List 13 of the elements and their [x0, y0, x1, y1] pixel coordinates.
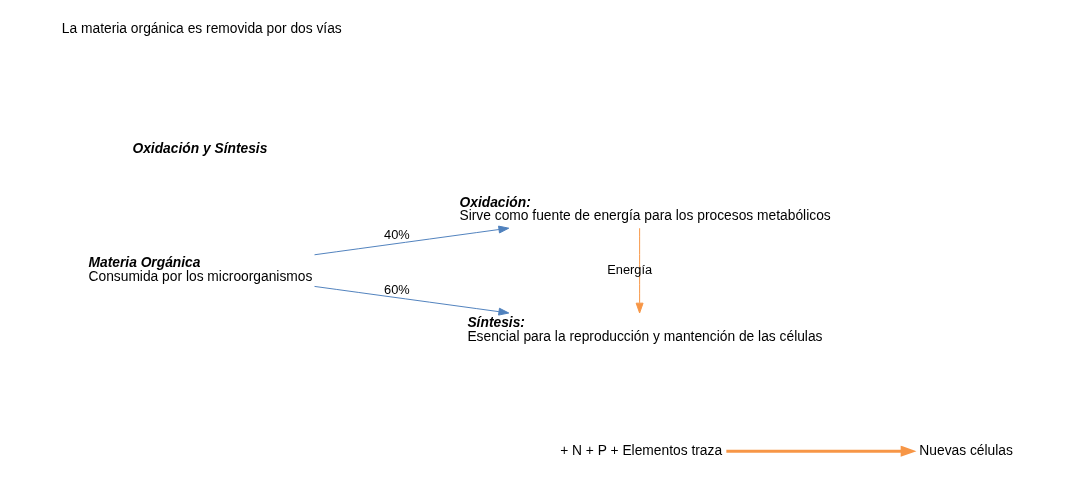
arrow	[314, 285, 510, 316]
edge-label: 60%	[384, 281, 410, 297]
node-text: + N + P + Elementos traza	[560, 441, 723, 458]
arrow	[314, 225, 510, 256]
label: Oxidación y Síntesis	[132, 139, 268, 156]
node-text: Oxidación: Sirve como fuente de energía para los procesos metabólicos	[459, 193, 831, 224]
arrow	[635, 227, 644, 314]
node-text: Nuevas células	[919, 441, 1013, 458]
node-text: Síntesis: Esencial para la reproducción y mantención de las células	[467, 314, 823, 344]
arrow	[726, 445, 917, 457]
label: La materia orgánica es removida por dos vías	[61, 20, 342, 37]
edge-label: 40%	[384, 227, 410, 243]
node-text: Materia Orgánica Consumida por los microorganismos	[88, 253, 313, 284]
